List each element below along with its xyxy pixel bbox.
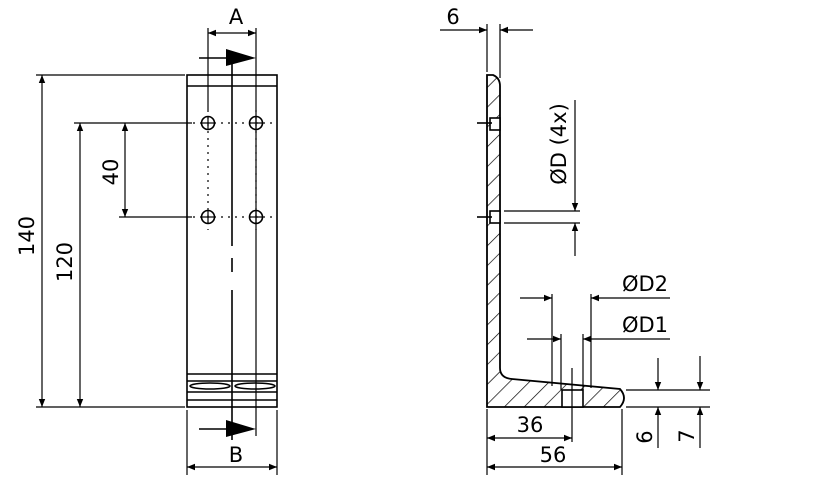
dim-label-hole-diameter: ØD (4x) — [547, 103, 571, 185]
side-section-view: 6 ØD (4x) ØD2 ØD1 36 56 6 7 — [440, 5, 710, 475]
dim-label-flange-6: 6 — [633, 430, 657, 443]
dim-label-140: 140 — [15, 216, 39, 256]
front-view: A B 140 120 40 — [15, 5, 278, 475]
dim-label-through-hole: ØD1 — [622, 313, 668, 337]
dim-label-120: 120 — [53, 242, 77, 282]
dim-label-36: 36 — [517, 413, 544, 437]
bracket-section — [486, 74, 625, 408]
slot-hole — [234, 382, 276, 390]
section-label-b: B — [229, 443, 243, 467]
dim-label-counterbore: ØD2 — [622, 272, 668, 296]
dim-label-40: 40 — [99, 159, 123, 186]
dim-label-56: 56 — [540, 443, 567, 467]
section-label-a: A — [229, 5, 244, 29]
slot-hole — [189, 382, 231, 390]
plate-hole — [489, 117, 501, 131]
dim-label-plate-thickness: 6 — [446, 5, 459, 29]
dim-label-flange-7: 7 — [675, 429, 699, 442]
section-arrow-bottom — [199, 420, 256, 437]
section-arrow-top — [199, 49, 256, 66]
